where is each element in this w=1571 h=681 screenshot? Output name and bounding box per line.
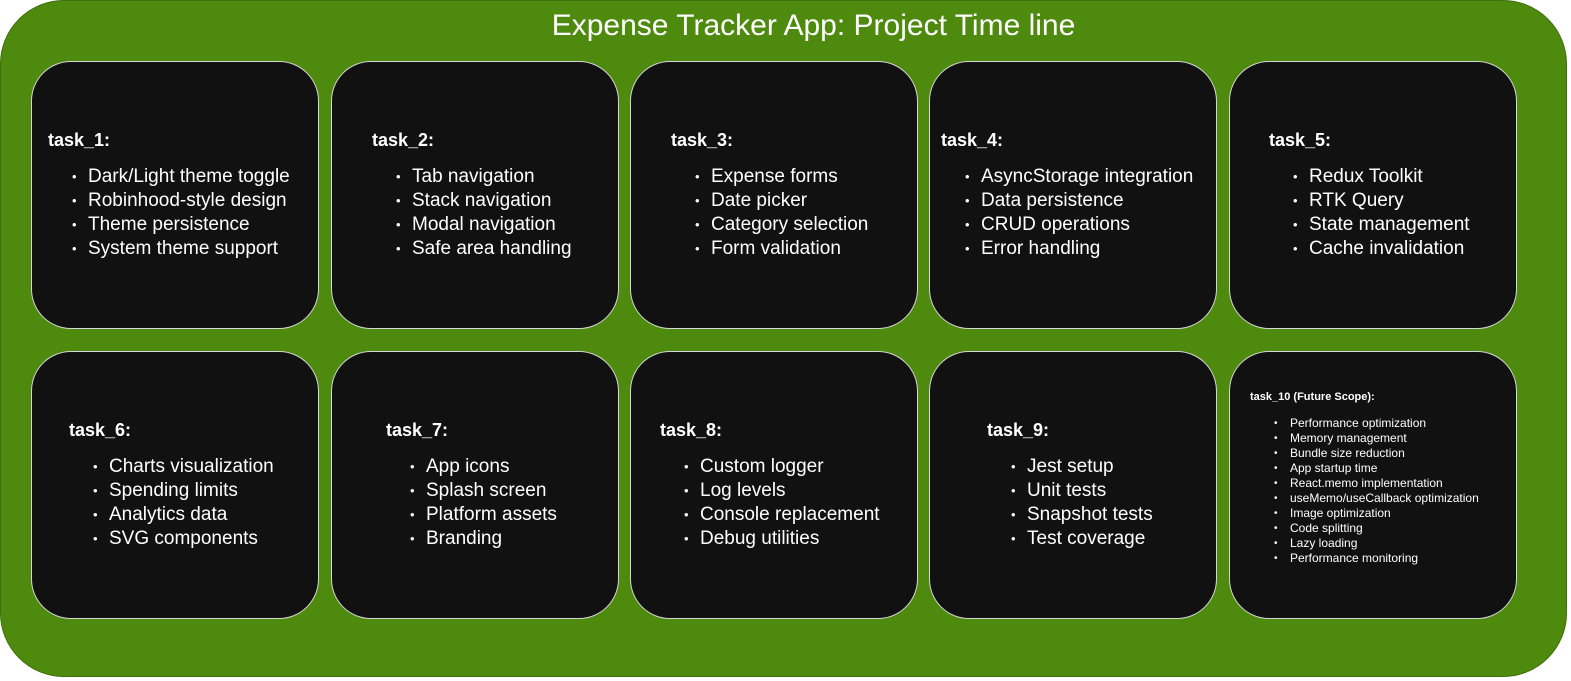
list-item: State management [1269, 213, 1516, 237]
list-item: App startup time [1250, 461, 1516, 476]
task-list: Charts visualization Spending limits Ana… [69, 455, 318, 551]
list-item: React.memo implementation [1250, 476, 1516, 491]
list-item: Snapshot tests [987, 503, 1216, 527]
list-item: Custom logger [660, 455, 917, 479]
list-item: Lazy loading [1250, 536, 1516, 551]
list-item: Form validation [671, 237, 917, 261]
task-card-1: task_1: Dark/Light theme toggle Robinhoo… [31, 61, 319, 329]
list-item: Test coverage [987, 527, 1216, 551]
task-title: task_5: [1269, 130, 1332, 150]
task-card-10: task_10 (Future Scope): Performance opti… [1229, 351, 1517, 619]
task-title: task_9: [987, 420, 1050, 440]
list-item: Category selection [671, 213, 917, 237]
list-item: Bundle size reduction [1250, 446, 1516, 461]
list-item: Theme persistence [48, 213, 318, 237]
list-item: Branding [386, 527, 618, 551]
task-list: Performance optimization Memory manageme… [1250, 416, 1516, 566]
list-item: Safe area handling [372, 237, 618, 261]
task-card-4: task_4: AsyncStorage integration Data pe… [929, 61, 1217, 329]
list-item: Data persistence [941, 189, 1216, 213]
task-card-7: task_7: App icons Splash screen Platform… [331, 351, 619, 619]
task-list: Expense forms Date picker Category selec… [671, 165, 917, 261]
task-list: AsyncStorage integration Data persistenc… [941, 165, 1216, 261]
task-list: App icons Splash screen Platform assets … [386, 455, 618, 551]
task-card-6: task_6: Charts visualization Spending li… [31, 351, 319, 619]
list-item: Debug utilities [660, 527, 917, 551]
list-item: App icons [386, 455, 618, 479]
task-title: task_8: [660, 420, 723, 440]
list-item: Robinhood-style design [48, 189, 318, 213]
task-list: Redux Toolkit RTK Query State management… [1269, 165, 1516, 261]
task-list: Custom logger Log levels Console replace… [660, 455, 917, 551]
task-title: task_2: [372, 130, 435, 150]
task-title: task_3: [671, 130, 734, 150]
task-title: task_4: [941, 130, 1004, 150]
list-item: Platform assets [386, 503, 618, 527]
list-item: Memory management [1250, 431, 1516, 446]
task-card-2: task_2: Tab navigation Stack navigation … [331, 61, 619, 329]
task-card-3: task_3: Expense forms Date picker Catego… [630, 61, 918, 329]
task-card-5: task_5: Redux Toolkit RTK Query State ma… [1229, 61, 1517, 329]
task-card-8: task_8: Custom logger Log levels Console… [630, 351, 918, 619]
list-item: Date picker [671, 189, 917, 213]
list-item: CRUD operations [941, 213, 1216, 237]
list-item: Code splitting [1250, 521, 1516, 536]
list-item: Unit tests [987, 479, 1216, 503]
list-item: Charts visualization [69, 455, 318, 479]
list-item: Performance optimization [1250, 416, 1516, 431]
list-item: Analytics data [69, 503, 318, 527]
list-item: SVG components [69, 527, 318, 551]
list-item: Image optimization [1250, 506, 1516, 521]
list-item: Dark/Light theme toggle [48, 165, 318, 189]
task-title: task_1: [48, 130, 111, 150]
list-item: System theme support [48, 237, 318, 261]
task-list: Dark/Light theme toggle Robinhood-style … [48, 165, 318, 261]
list-item: Redux Toolkit [1269, 165, 1516, 189]
task-list: Jest setup Unit tests Snapshot tests Tes… [987, 455, 1216, 551]
list-item: Stack navigation [372, 189, 618, 213]
list-item: RTK Query [1269, 189, 1516, 213]
list-item: Cache invalidation [1269, 237, 1516, 261]
list-item: Spending limits [69, 479, 318, 503]
list-item: Console replacement [660, 503, 917, 527]
list-item: Log levels [660, 479, 917, 503]
list-item: Modal navigation [372, 213, 618, 237]
list-item: Error handling [941, 237, 1216, 261]
task-card-9: task_9: Jest setup Unit tests Snapshot t… [929, 351, 1217, 619]
list-item: Jest setup [987, 455, 1216, 479]
list-item: useMemo/useCallback optimization [1250, 491, 1516, 506]
list-item: AsyncStorage integration [941, 165, 1216, 189]
list-item: Expense forms [671, 165, 917, 189]
task-title: task_10 (Future Scope): [1250, 391, 1375, 403]
list-item: Performance monitoring [1250, 551, 1516, 566]
list-item: Tab navigation [372, 165, 618, 189]
diagram-title: Expense Tracker App: Project Time line [551, 9, 1076, 42]
task-list: Tab navigation Stack navigation Modal na… [372, 165, 618, 261]
task-title: task_6: [69, 420, 132, 440]
list-item: Splash screen [386, 479, 618, 503]
task-title: task_7: [386, 420, 449, 440]
